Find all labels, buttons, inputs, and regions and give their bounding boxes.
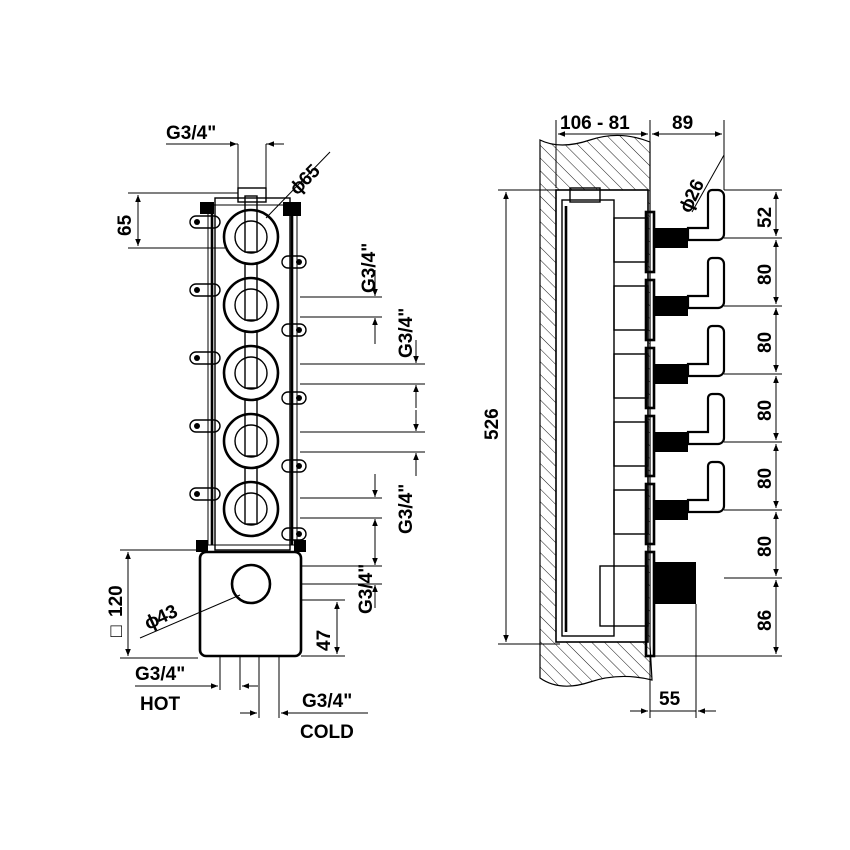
spacing-80d-label: 80 xyxy=(755,468,776,489)
valve-module xyxy=(189,467,307,541)
front-view: G3/4" ϕ 65 65 G3/4" G3/4" G3/4" xyxy=(106,123,425,743)
thermostat-knob xyxy=(654,562,696,604)
box-size-label: 120 xyxy=(106,585,127,617)
depth-range-label: 106 - 81 xyxy=(560,113,630,134)
spacing-52-label: 52 xyxy=(755,207,776,228)
valve-module xyxy=(189,263,307,337)
side-cartridges xyxy=(599,217,649,627)
valve-body xyxy=(214,197,291,551)
side-thread-2: G3/4" xyxy=(396,308,417,358)
side-handle xyxy=(654,460,726,520)
spacing-80b-label: 80 xyxy=(755,332,776,353)
plate-55-label: 55 xyxy=(659,689,681,710)
side-handle xyxy=(654,324,726,384)
side-thread-4: G3/4" xyxy=(356,564,377,614)
side-view: 106 - 81 89 ϕ 26 526 52 80 80 80 80 xyxy=(482,113,782,718)
side-handle xyxy=(654,392,726,452)
valve-module xyxy=(189,331,307,405)
side-thread-3: G3/4" xyxy=(396,484,417,534)
depth-89-label: 89 xyxy=(672,113,693,134)
dim-47-label: 47 xyxy=(314,630,335,651)
side-thread-1: G3/4" xyxy=(359,243,380,293)
spacing-80e-label: 80 xyxy=(755,536,776,557)
top-thread-label: G3/4" xyxy=(166,123,216,144)
hot-thread-label: G3/4" xyxy=(135,664,185,685)
cold-label: COLD xyxy=(300,722,354,743)
total-height-label: 526 xyxy=(482,408,503,440)
spacing-86-label: 86 xyxy=(755,610,776,631)
height-65-label: 65 xyxy=(115,214,136,236)
side-handle xyxy=(654,256,726,316)
cold-thread-label: G3/4" xyxy=(302,691,352,712)
valve-module xyxy=(189,399,307,473)
side-handle xyxy=(654,188,726,248)
hot-label: HOT xyxy=(140,694,181,715)
thermostat-box xyxy=(198,550,303,658)
spacing-80c-label: 80 xyxy=(755,400,776,421)
thermostat-cartridge xyxy=(230,563,272,605)
spacing-80a-label: 80 xyxy=(755,264,776,285)
square-symbol: □ xyxy=(106,625,127,637)
